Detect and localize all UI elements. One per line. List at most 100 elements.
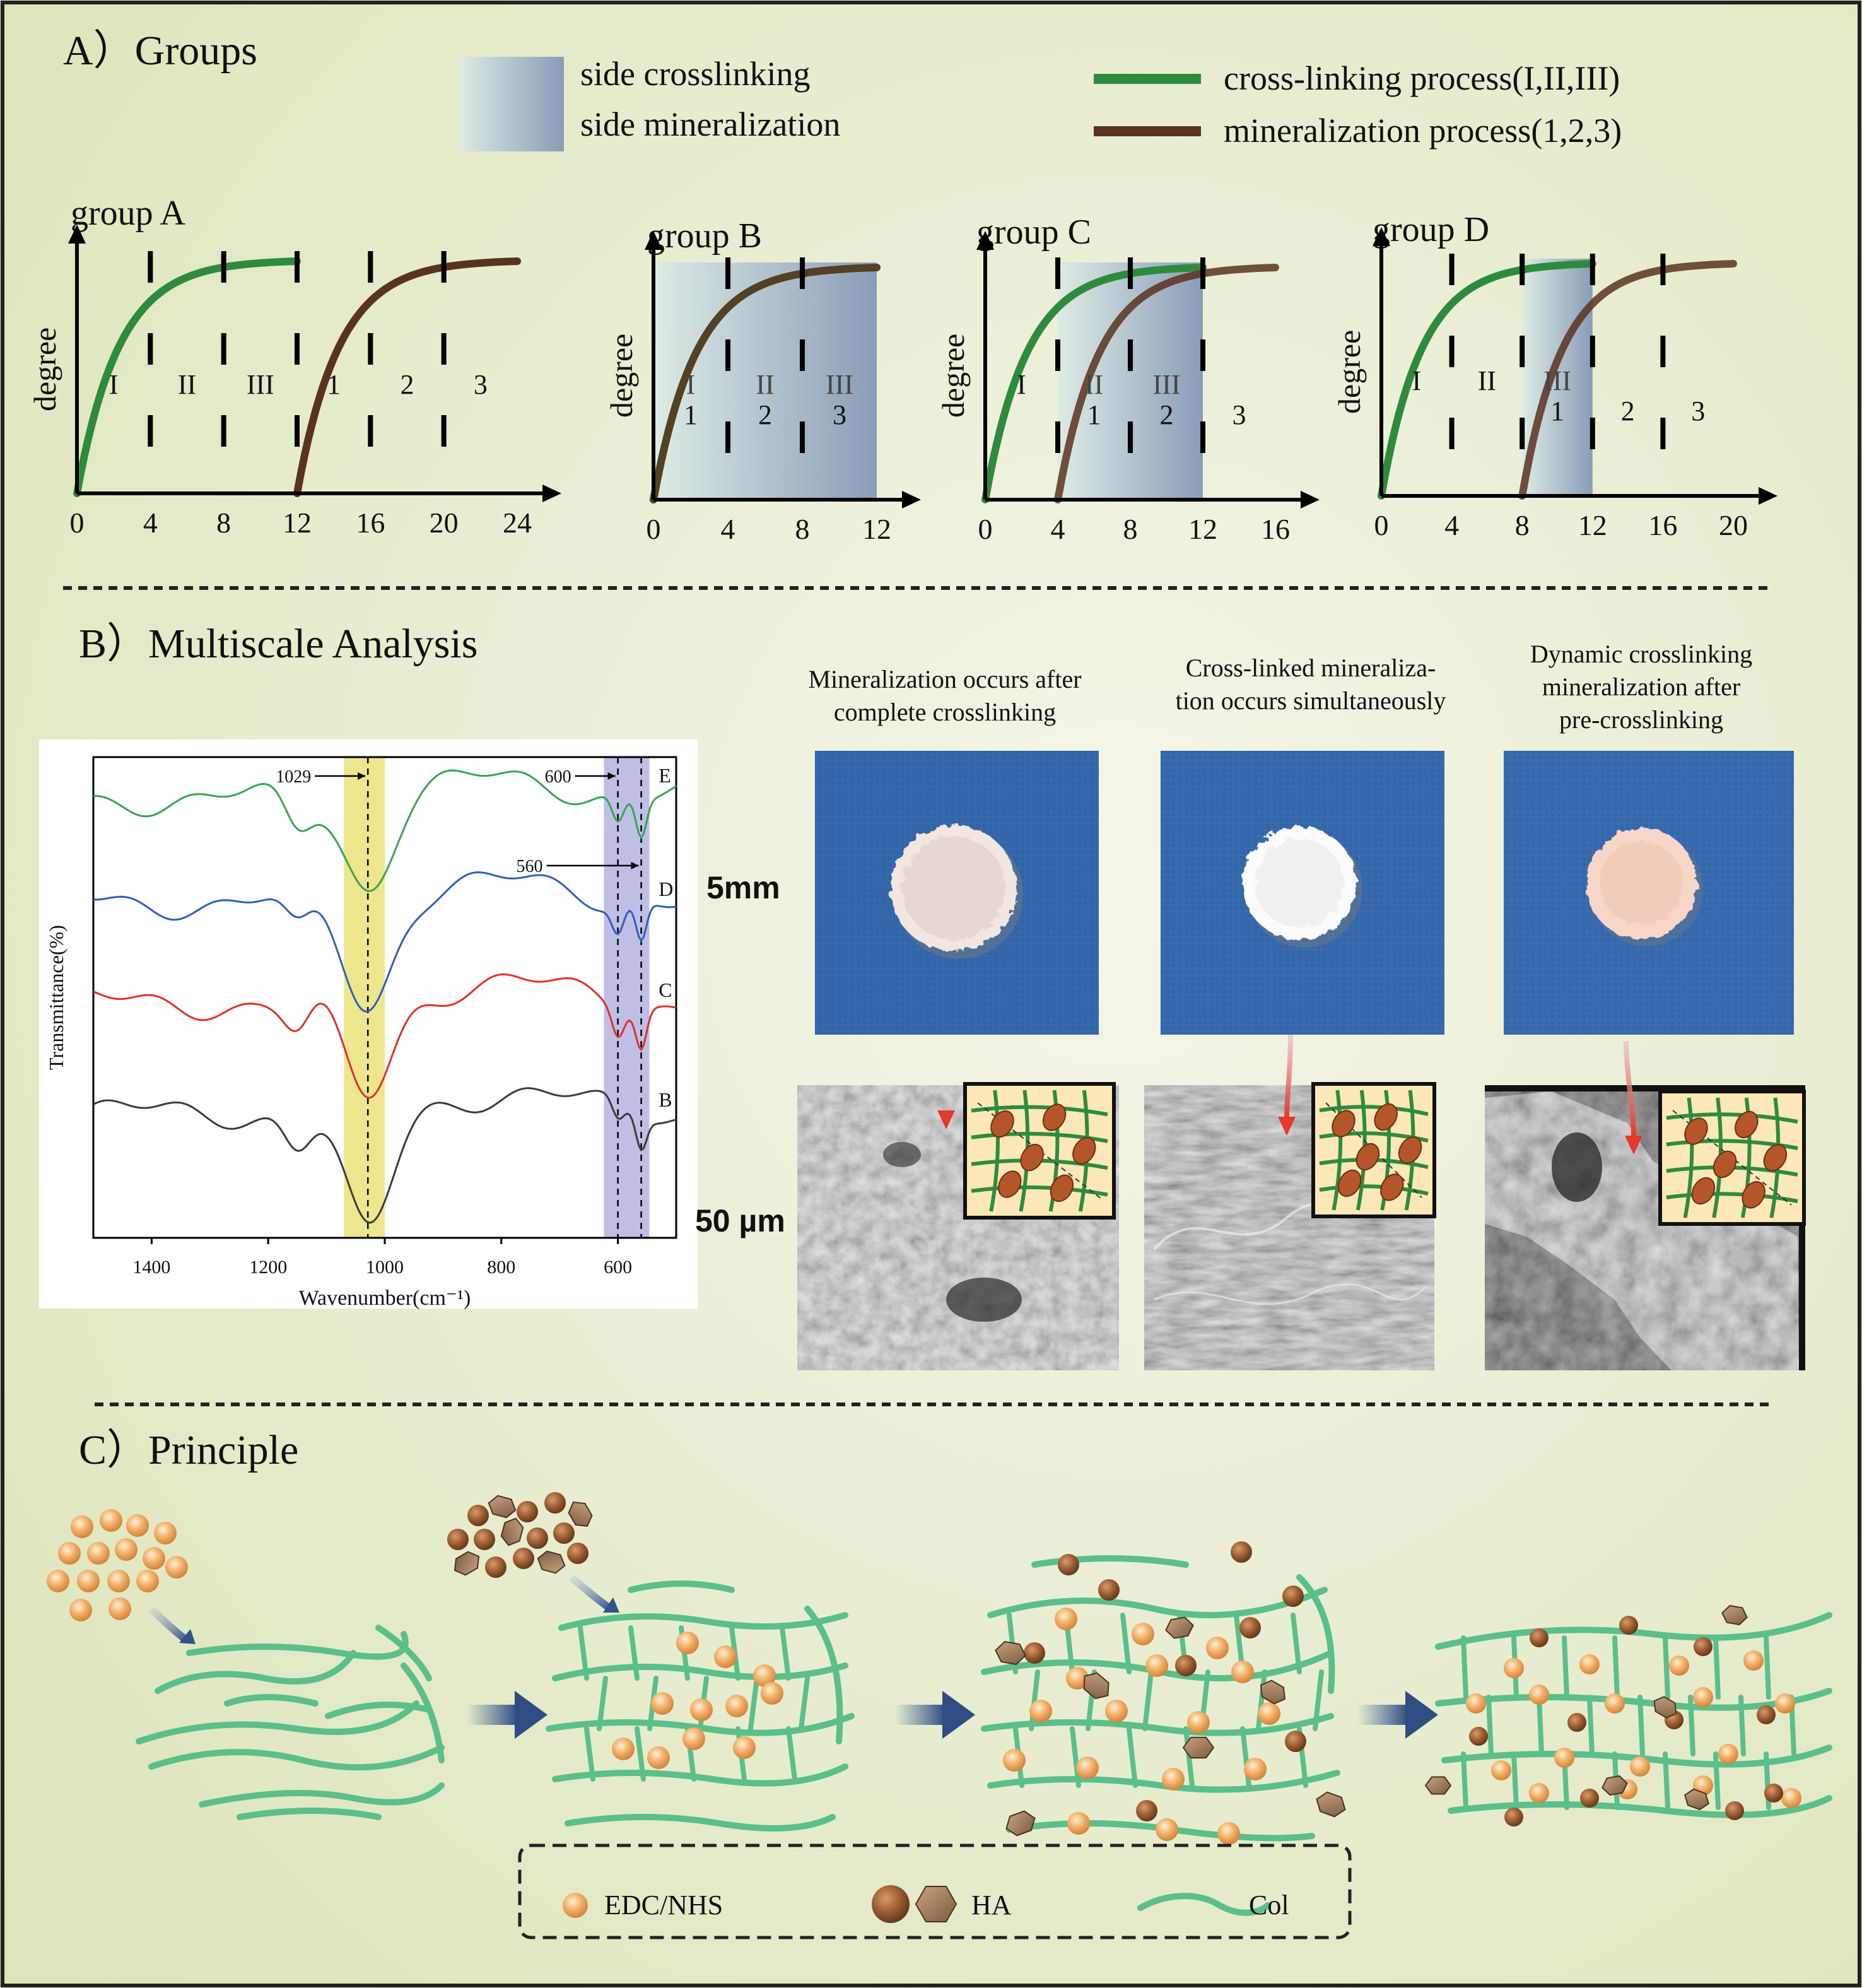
crosslink: [628, 1625, 640, 1681]
x-tick-label: 16: [356, 507, 385, 539]
collagen-fiber: [186, 1631, 409, 1660]
ha-sphere: [1024, 1642, 1045, 1664]
step-arrow-head: [1405, 1691, 1438, 1739]
ha-sphere: [1764, 1784, 1783, 1803]
caption-line: Dynamic crosslinking: [1530, 640, 1752, 668]
step-arrow-head: [515, 1691, 547, 1739]
group-title: group C: [976, 213, 1091, 252]
x-tick-label: 4: [1051, 513, 1065, 545]
x-tick-label: 12: [1578, 509, 1607, 541]
arrow-to-fibers-head: [179, 1629, 196, 1644]
y-arrow: [645, 231, 662, 250]
inset-2: [1658, 1090, 1806, 1226]
ftir-series-E: [93, 769, 677, 892]
edc-particle: [71, 1515, 93, 1538]
inset-crystal: [1337, 1169, 1362, 1197]
x-tick-label: 12: [283, 507, 312, 539]
red-arrows: [937, 1034, 1642, 1155]
x-tick-label: 8: [216, 507, 231, 539]
ftir-x-label: Wavenumber(cm⁻¹): [299, 1286, 471, 1310]
edc-particle: [47, 1570, 69, 1592]
crosslink: [1713, 1751, 1721, 1810]
legend-side-mineralization: side mineralization: [580, 105, 840, 143]
edc-particle: [1669, 1656, 1689, 1676]
edc-particle: [1132, 1623, 1154, 1645]
crosslink: [748, 1676, 759, 1731]
ha-hexagon: [454, 1551, 480, 1576]
edc-particle: [115, 1538, 138, 1561]
collagen-fiber: [565, 1814, 836, 1832]
step-arrow-head: [942, 1691, 975, 1739]
collagen-fiber: [136, 1700, 419, 1744]
x-tick-label: 8: [1123, 513, 1138, 545]
edc-particle: [1743, 1650, 1764, 1671]
edc-particle: [647, 1746, 670, 1769]
stage-label: 1: [1087, 399, 1101, 430]
ha-sphere: [447, 1529, 469, 1550]
ftir-series-label: E: [659, 764, 671, 787]
collagen-fiber: [375, 1625, 432, 1681]
inset-crystal: [998, 1170, 1022, 1198]
edc-particle: [1529, 1783, 1549, 1803]
ftir-series-label: B: [659, 1088, 672, 1111]
ha-hexagon: [1165, 1616, 1194, 1639]
inset-guide: [1672, 1110, 1792, 1206]
ha-hexagon: [1721, 1604, 1748, 1626]
step-arrow-shaft: [467, 1705, 517, 1725]
group-title: group A: [71, 194, 186, 233]
edc-particle: [1231, 1661, 1254, 1683]
x-tick-label: 4: [721, 513, 735, 545]
caption-line: tion occurs simultaneously: [1176, 686, 1446, 715]
inset-fiber: [1666, 1112, 1798, 1124]
caption-line: Cross-linked mineraliza-: [1186, 654, 1436, 682]
edc-particle: [1579, 1654, 1600, 1674]
collagen-fiber: [237, 1808, 382, 1820]
collagen-fiber: [1435, 1612, 1832, 1650]
ha-sphere: [544, 1492, 566, 1514]
stage-label: III: [247, 369, 274, 400]
edc-particle: [1775, 1693, 1795, 1714]
ha-sphere: [1619, 1616, 1638, 1635]
x-tick-label: 4: [1444, 509, 1459, 541]
edc-particle: [1605, 1693, 1625, 1714]
edc-particle: [69, 1599, 92, 1621]
stage-label: 3: [1691, 396, 1705, 426]
ftir-x-tick-label: 800: [487, 1257, 515, 1278]
inset-fiber: [971, 1105, 1108, 1117]
crosslink: [1313, 1669, 1324, 1731]
ha-hexagon: [488, 1495, 517, 1519]
ha-sphere: [1694, 1637, 1713, 1656]
y-axis-label: degree: [1332, 330, 1367, 414]
inset-crystal: [1742, 1181, 1765, 1209]
ha-sphere: [567, 1543, 588, 1564]
x-tick-label: 16: [1261, 513, 1290, 545]
caption-line: complete crosslinking: [834, 698, 1056, 726]
ha-sphere: [1285, 1731, 1306, 1752]
ha-sphere: [513, 1548, 534, 1569]
collagen-fiber: [987, 1770, 1340, 1793]
ftir-series-C: [93, 973, 677, 1099]
edc-particle: [1529, 1685, 1549, 1705]
edc-particle: [651, 1692, 674, 1715]
ha-sphere: [467, 1505, 489, 1526]
stage-label: II: [756, 369, 774, 400]
crosslink: [1562, 1635, 1569, 1700]
curve: [293, 257, 521, 497]
ha-hexagon: [568, 1501, 593, 1527]
ha-sphere: [553, 1522, 575, 1544]
stage-label: 2: [1160, 399, 1174, 430]
photo-3: [1504, 751, 1794, 1035]
y-axis-label: degree: [604, 334, 639, 418]
crosslink: [578, 1625, 589, 1681]
crosslink: [597, 1676, 608, 1731]
ha-sphere: [474, 1529, 495, 1550]
ftir-series-label: C: [659, 979, 672, 1001]
stage-label: 2: [401, 369, 414, 400]
inset-fiber: [1666, 1192, 1798, 1203]
crosslink: [1029, 1669, 1040, 1731]
group-title: group D: [1373, 210, 1489, 249]
